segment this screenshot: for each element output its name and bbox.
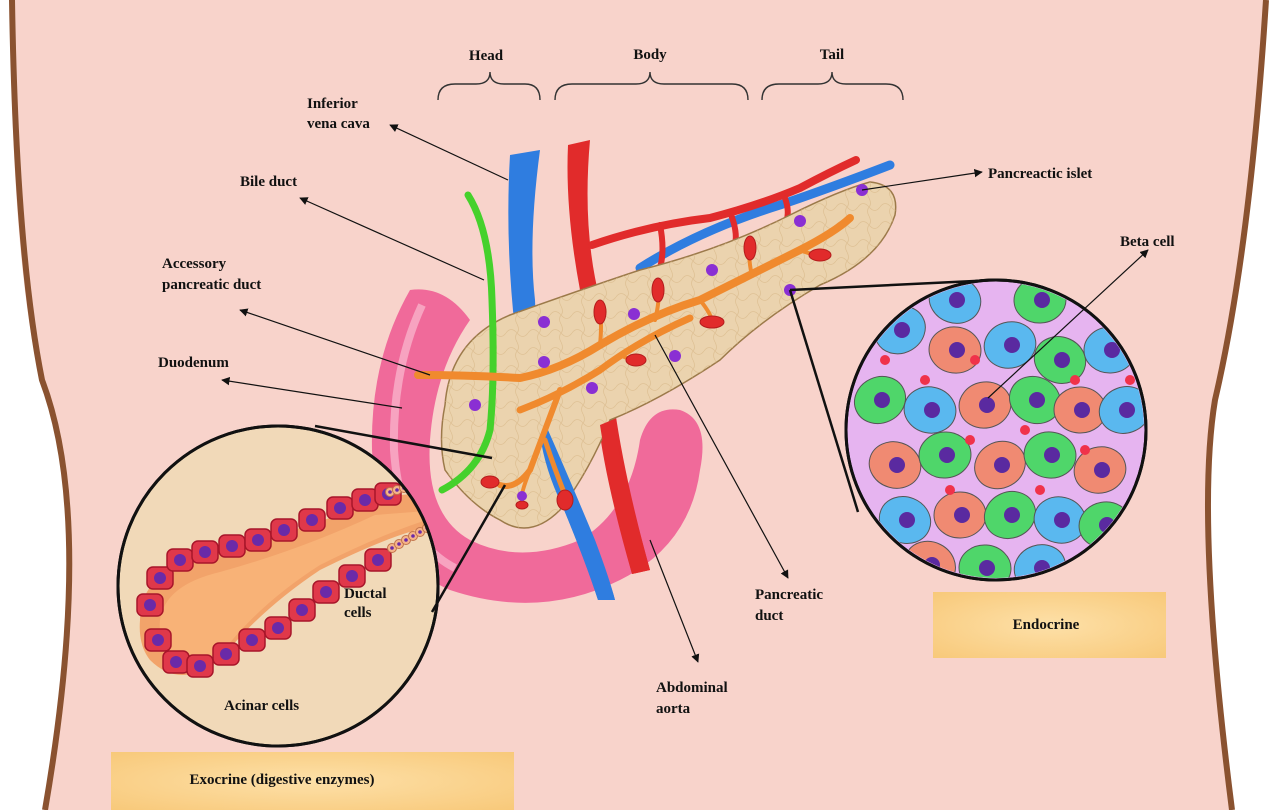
- ductal-cells-label-line2: cells: [344, 605, 372, 621]
- islet-dot: [669, 350, 681, 362]
- acinar-cell: [327, 497, 353, 519]
- body-label: Body: [633, 47, 667, 63]
- acinus: [626, 354, 646, 366]
- red-blood-cell: [1020, 425, 1030, 435]
- exocrine-box-label: Exocrine (digestive enzymes): [190, 772, 375, 788]
- acinar-cell: [213, 643, 239, 665]
- red-blood-cell: [1035, 485, 1045, 495]
- acinar-cell: [192, 541, 218, 563]
- acinus: [481, 476, 499, 488]
- islet-dot: [469, 399, 481, 411]
- acinar-cell: [289, 599, 315, 621]
- acinus: [652, 278, 664, 302]
- endocrine-box-label: Endocrine: [1013, 617, 1080, 633]
- acinus: [594, 300, 606, 324]
- islet-dot: [794, 215, 806, 227]
- acinar-cell: [239, 629, 265, 651]
- exocrine-box: Exocrine (digestive enzymes): [111, 752, 514, 810]
- acinus: [516, 501, 528, 509]
- acinar-cell: [145, 629, 171, 651]
- ivc-label-line1: Inferior: [307, 96, 358, 112]
- acinar-cell: [163, 651, 189, 673]
- aorta-label-line1: Abdominal: [656, 680, 728, 696]
- islet-cell: [934, 492, 987, 539]
- head-label: Head: [469, 48, 504, 64]
- acinar-cell: [137, 594, 163, 616]
- acinar-cell: [265, 617, 291, 639]
- acinus: [744, 236, 756, 260]
- islet-dot: [538, 316, 550, 328]
- beta-cell-label: Beta cell: [1120, 234, 1175, 250]
- pancreatic-duct-label-line2: duct: [755, 608, 783, 624]
- red-blood-cell: [945, 485, 955, 495]
- acinus: [700, 316, 724, 328]
- acinar-cell: [271, 519, 297, 541]
- duodenum-label: Duodenum: [158, 355, 229, 371]
- acinar-cell: [339, 565, 365, 587]
- islet-label: Pancreactic islet: [988, 166, 1092, 182]
- islet-dot: [628, 308, 640, 320]
- ductal-cells-label-line1: Ductal: [344, 586, 387, 602]
- aorta-label-line2: aorta: [656, 701, 691, 717]
- bile-duct-label: Bile duct: [240, 174, 297, 190]
- endocrine-box: Endocrine: [933, 592, 1166, 658]
- red-blood-cell: [920, 375, 930, 385]
- acinar-cell: [167, 549, 193, 571]
- accessory-duct-label-line2: pancreatic duct: [162, 277, 261, 293]
- red-blood-cell: [1070, 375, 1080, 385]
- islet-dot: [538, 356, 550, 368]
- red-blood-cell: [1080, 445, 1090, 455]
- acinar-cell: [365, 549, 391, 571]
- islet-dot: [517, 491, 527, 501]
- acinar-cell: [187, 655, 213, 677]
- red-blood-cell: [880, 355, 890, 365]
- red-blood-cell: [965, 435, 975, 445]
- ivc-label-line2: vena cava: [307, 116, 370, 132]
- red-blood-cell: [1125, 375, 1135, 385]
- acinus: [557, 490, 573, 510]
- acinar-cell: [245, 529, 271, 551]
- acinus: [809, 249, 831, 261]
- acinar-cells-label: Acinar cells: [224, 698, 299, 714]
- tail-label: Tail: [820, 47, 844, 63]
- red-blood-cell: [970, 355, 980, 365]
- acinar-cell: [219, 535, 245, 557]
- acinar-cell: [313, 581, 339, 603]
- acinar-cell: [352, 489, 378, 511]
- accessory-duct-label-line1: Accessory: [162, 256, 227, 272]
- islet-dot: [586, 382, 598, 394]
- islet-dot: [706, 264, 718, 276]
- acinar-cell: [299, 509, 325, 531]
- pancreatic-duct-label-line1: Pancreatic: [755, 587, 823, 603]
